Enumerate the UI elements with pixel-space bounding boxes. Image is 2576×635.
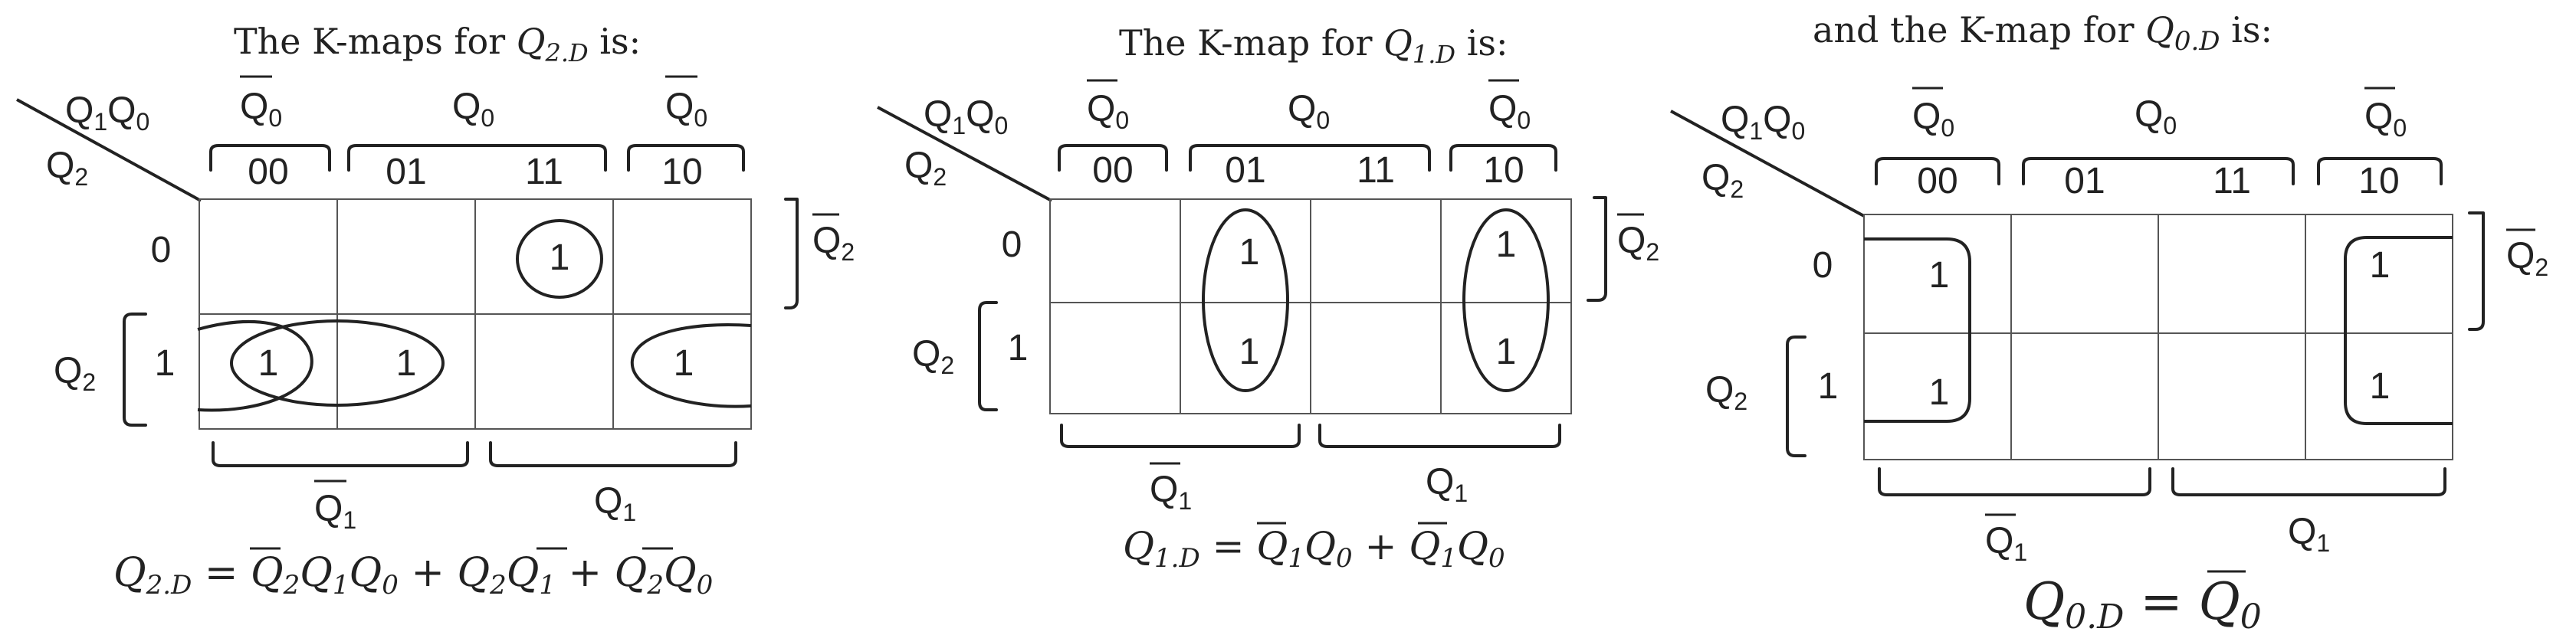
kmap-q2d-top-brace-3 (627, 144, 745, 172)
kmap-q0d-cell-1-3: 1 (2370, 366, 2391, 407)
kmap-q1d-cell-0-1: 1 (1239, 232, 1260, 273)
kmap-q0d-row-side-label: Q2 (1705, 370, 1747, 415)
kmap-q1d-col-11: 11 (1357, 150, 1395, 191)
kmap-q0d-bottom-brace-2 (2171, 467, 2446, 496)
kmap-q1d-cell-1-1: 1 (1239, 332, 1260, 372)
kmap-q0d-caption: and the K-map for Q0.D is: (1813, 9, 2272, 57)
kmap-q1d-cell-1-3: 1 (1496, 332, 1517, 372)
kmap-q0d-group-label-2: Q0 (2135, 94, 2177, 139)
kmap-q2d-right-label: Q2 (812, 221, 855, 266)
kmap-q0d-right-label: Q2 (2506, 236, 2548, 281)
kmap-q0d-col-11: 11 (2213, 161, 2251, 201)
kmap-q1d-col-01: 01 (1225, 150, 1265, 191)
kmap-q0d-col-10: 10 (2358, 161, 2399, 201)
kmap-q0d-equation: Q0.D = Q0 (2023, 572, 2262, 635)
kmap-q2d-cell-1-1: 1 (396, 343, 417, 384)
kmap-q1d-top-brace-2 (1189, 144, 1431, 172)
kmap-q2d-group-label-2: Q0 (452, 87, 494, 132)
kmap-q1d-group-label-2: Q0 (1288, 89, 1330, 134)
kmap-q0d-group-label-1: Q0 (1912, 97, 1954, 142)
kmap-q0d-top-brace-1 (1875, 157, 2000, 185)
kmap-q0d-corner-left: Q2 (1701, 158, 1744, 203)
kmap-q1d-top-brace-3 (1449, 144, 1557, 172)
kmap-q0d-top-brace-2 (2022, 157, 2295, 185)
kmap-q0d-corner-top: Q1Q0 (1721, 100, 1805, 145)
kmap-q1d-group-label-1: Q0 (1087, 89, 1129, 134)
kmap-q2d-loop-minterm-7 (516, 219, 603, 299)
kmap-q2d-cell-1-3: 1 (674, 343, 694, 384)
kmap-q0d-cell-0-3: 1 (2370, 245, 2391, 286)
kmap-q1d-corner-left: Q2 (904, 146, 947, 191)
kmap-q0d-group-label-3: Q0 (2364, 97, 2407, 142)
kmap-q1d-top-brace-1 (1058, 144, 1168, 172)
kmap-q2d-col-11: 11 (525, 152, 563, 192)
kmap-q2d-corner-diagonal (16, 98, 202, 202)
kmap-q2d-cell-0-2: 1 (550, 237, 570, 278)
kmap-q2d-col-00: 00 (248, 152, 288, 192)
kmap-q2d-loop-q2-notq0-right (630, 323, 752, 408)
kmap-q0d-loop-notq0-left (1864, 237, 1971, 423)
kmap-q2d-top-brace-2 (347, 144, 607, 172)
kmap-q2d-loop-q2-notq0-left (197, 320, 313, 412)
kmap-q2d-col-10: 10 (661, 152, 702, 192)
kmap-q2d-row-1: 1 (155, 343, 176, 384)
kmap-q0d-corner-diagonal (1670, 110, 1865, 218)
kmap-q2d-bottom-brace-1 (212, 441, 469, 467)
kmap-q2d-bottom-brace-2 (489, 441, 737, 467)
kmap-q2d-group-label-3: Q0 (665, 87, 707, 132)
kmap-q2d-cell-1-0: 1 (258, 343, 279, 384)
kmap-q2d-col-01: 01 (386, 152, 426, 192)
kmap-q2d-top-brace-1 (209, 144, 331, 172)
kmap-q2d-equation: Q2.D = Q2Q1Q0 + Q2Q1 + Q2Q0 (113, 550, 713, 601)
kmap-q2d-corner-left: Q2 (46, 146, 88, 191)
kmap-q0d-right-brace (2468, 211, 2485, 331)
kmap-q0d-bottom-label-2: Q1 (2288, 512, 2330, 557)
kmap-q2d-group-label-1: Q0 (240, 87, 282, 132)
kmap-q0d-col-00: 00 (1917, 161, 1957, 201)
kmap-q1d-loop-notq1-q0 (1202, 208, 1289, 392)
kmap-q2d-loop-q2-notq1 (230, 319, 445, 407)
kmap-q1d-bottom-label-1: Q1 (1150, 470, 1192, 515)
kmap-q0d-loop-notq0-right (2344, 236, 2453, 425)
kmap-q1d-col-10: 10 (1483, 150, 1524, 191)
kmap-q1d-corner-top: Q1Q0 (924, 94, 1008, 139)
kmap-q1d: The K-map for Q1.D is: Q1Q0 Q2 00 01 11 … (877, 22, 1659, 574)
kmap-q0d-cell-1-0: 1 (1929, 372, 1950, 413)
kmap-q1d-row-side-label: Q2 (912, 334, 954, 379)
kmap-q1d-row-0: 0 (1002, 224, 1022, 265)
kmap-q1d-bottom-brace-1 (1060, 424, 1301, 448)
kmap-q0d-row-1: 1 (1818, 366, 1839, 407)
kmap-q1d-bottom-brace-2 (1318, 424, 1561, 448)
kmap-q2d-left-brace (123, 313, 147, 427)
kmap-q2d-bottom-label-1: Q1 (314, 489, 356, 534)
kmap-q1d-cell-0-3: 1 (1496, 224, 1517, 265)
kmap-q1d-col-00: 00 (1092, 150, 1133, 191)
kmap-q2d-right-brace (784, 198, 799, 309)
kmap-q0d-bottom-label-1: Q1 (1985, 521, 2027, 566)
kmap-q0d-bottom-brace-1 (1878, 467, 2151, 496)
kmap-q0d: and the K-map for Q0.D is: Q1Q0 Q2 00 01… (1670, 9, 2548, 635)
kmap-q2d-row-side-label: Q2 (54, 351, 96, 396)
kmap-q2d: The K-maps for Q2.D is: Q1Q0 Q2 00 01 11… (16, 21, 855, 601)
kmap-q0d-top-brace-3 (2317, 157, 2443, 185)
kmap-q2d-bottom-label-2: Q1 (594, 481, 636, 526)
kmap-q1d-corner-diagonal (877, 106, 1052, 202)
kmap-q1d-equation: Q1.D = Q1Q0 + Q1Q0 (1123, 524, 1505, 574)
kmap-q2d-corner-top: Q1Q0 (65, 90, 149, 136)
kmap-q1d-right-label: Q2 (1617, 221, 1659, 266)
kmap-q1d-bottom-label-2: Q1 (1426, 462, 1468, 507)
kmap-q0d-cell-0-0: 1 (1929, 255, 1950, 296)
kmap-q2d-row-0: 0 (151, 230, 172, 270)
kmap-q0d-row-0: 0 (1813, 245, 1833, 286)
kmap-q2d-caption: The K-maps for Q2.D is: (234, 21, 641, 67)
kmap-q1d-group-label-3: Q0 (1488, 89, 1531, 134)
kmap-q1d-right-brace (1587, 196, 1607, 302)
kmap-q1d-caption: The K-map for Q1.D is: (1119, 22, 1508, 69)
kmap-q1d-left-brace (978, 301, 998, 411)
kmap-q0d-col-01: 01 (2064, 161, 2105, 201)
kmap-q1d-loop-q1-notq0 (1462, 208, 1550, 392)
kmap-q1d-row-1: 1 (1008, 328, 1029, 368)
kmap-q0d-left-brace (1786, 336, 1806, 457)
